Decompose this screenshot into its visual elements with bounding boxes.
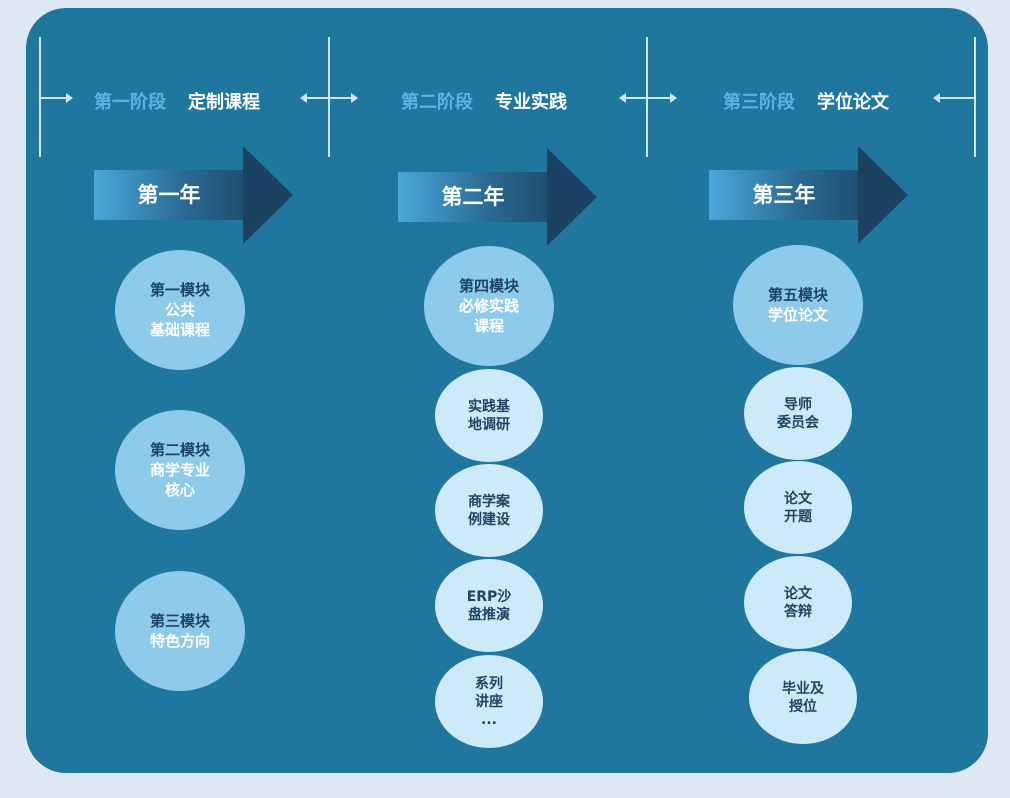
phase-name: 第二阶段 <box>401 92 473 113</box>
module-text: 基础课程 <box>149 321 210 339</box>
item-text: 商学案 <box>468 493 510 510</box>
item-text: 实践基 <box>468 398 510 415</box>
module-1-circle: 第一模块公共基础课程 <box>115 250 245 370</box>
phase-3-header: 第三阶段 学位论文 <box>723 88 889 114</box>
module-title: 第四模块 <box>458 277 519 295</box>
item-text: ... <box>481 711 497 728</box>
item-text: 盘推演 <box>468 606 510 623</box>
arrow-left-icon <box>619 93 626 103</box>
practice-item-circle: ERP沙盘推演 <box>435 559 543 652</box>
item-text: 论文 <box>784 585 812 602</box>
item-text: 授位 <box>789 698 817 715</box>
arrow-right-icon <box>670 93 677 103</box>
practice-item-circle: 商学案例建设 <box>435 464 543 557</box>
module-5-circle: 第五模块学位论文 <box>733 245 863 365</box>
module-text: 课程 <box>473 317 504 335</box>
module-title: 第二模块 <box>149 441 210 459</box>
year-1-arrow: 第一年 <box>94 146 294 244</box>
arrow-right-icon <box>66 93 73 103</box>
item-text: ERP沙 <box>466 588 512 605</box>
module-title: 第一模块 <box>149 281 210 299</box>
timeline-arrow <box>40 97 66 99</box>
module-2-circle: 第二模块商学专业核心 <box>115 410 245 530</box>
timeline-arrow <box>626 97 670 99</box>
divider-line <box>974 37 976 157</box>
phase-name: 第三阶段 <box>723 92 795 113</box>
arrow-left-icon <box>933 93 940 103</box>
thesis-item-circle: 论文开题 <box>744 461 852 554</box>
timeline-arrow <box>307 97 351 99</box>
item-text: 毕业及 <box>782 680 824 697</box>
item-text: 地调研 <box>468 416 510 433</box>
phase-title: 专业实践 <box>495 92 567 113</box>
year-2-arrow: 第二年 <box>398 148 598 246</box>
phase-2-header: 第二阶段 专业实践 <box>401 88 567 114</box>
item-text: 例建设 <box>468 511 510 528</box>
year-label: 第二年 <box>441 185 505 209</box>
phase-title: 学位论文 <box>817 92 889 113</box>
thesis-item-circle: 论文答辩 <box>744 556 852 649</box>
module-3-circle: 第三模块特色方向 <box>115 571 245 691</box>
year-3-arrow: 第三年 <box>709 146 909 244</box>
item-text: 讲座 <box>475 693 503 710</box>
item-text: 答辩 <box>784 603 812 620</box>
module-text: 公共 <box>164 301 195 319</box>
module-text: 特色方向 <box>149 632 210 650</box>
module-text: 商学专业 <box>149 461 210 479</box>
arrow-left-icon <box>300 93 307 103</box>
practice-item-circle: 实践基地调研 <box>435 369 543 462</box>
thesis-item-circle: 毕业及授位 <box>749 651 857 744</box>
timeline-arrow <box>940 97 975 99</box>
item-text: 系列 <box>475 675 503 692</box>
practice-item-circle: 系列讲座... <box>435 655 543 748</box>
module-text: 学位论文 <box>767 306 828 324</box>
phase-name: 第一阶段 <box>94 92 166 113</box>
item-text: 委员会 <box>777 414 819 431</box>
item-text: 导师 <box>784 396 812 413</box>
year-label: 第三年 <box>752 183 816 207</box>
phase-1-header: 第一阶段 定制课程 <box>94 88 260 114</box>
item-text: 开题 <box>784 508 812 525</box>
item-text: 论文 <box>784 490 812 507</box>
arrow-right-icon <box>351 93 358 103</box>
module-title: 第五模块 <box>767 286 828 304</box>
module-text: 必修实践 <box>458 297 519 315</box>
thesis-item-circle: 导师委员会 <box>744 367 852 460</box>
year-label: 第一年 <box>137 183 201 207</box>
module-title: 第三模块 <box>149 612 210 630</box>
module-text: 核心 <box>164 481 195 499</box>
module-4-circle: 第四模块必修实践课程 <box>424 246 554 366</box>
phase-title: 定制课程 <box>188 92 260 113</box>
